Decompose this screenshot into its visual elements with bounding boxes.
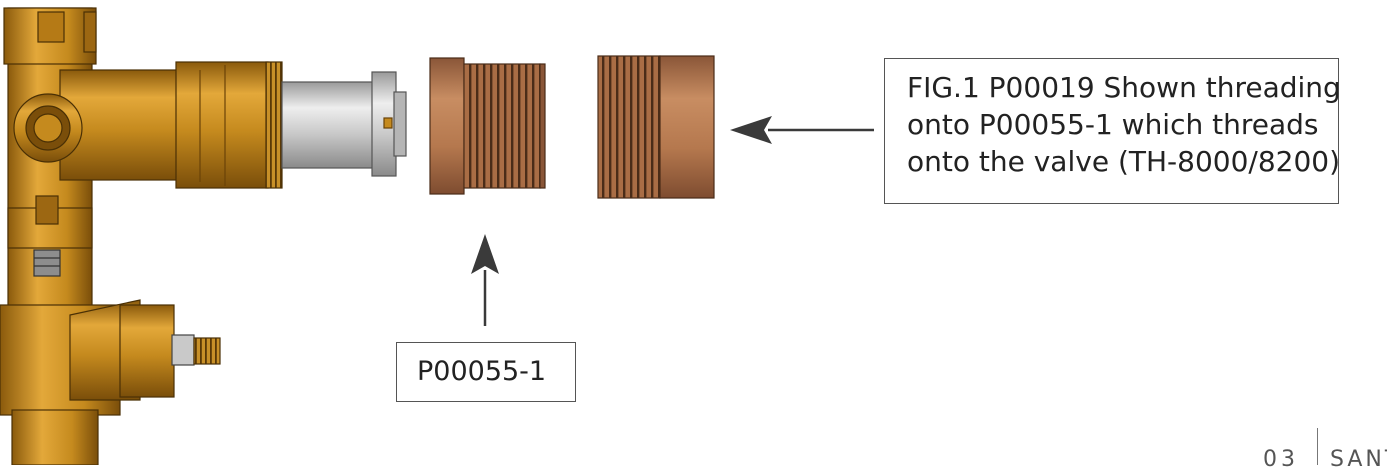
valve-stop-body [119, 304, 175, 398]
cartridge-stem [281, 81, 375, 169]
figure-caption-line-1: FIG.1 P00019 Shown threading [907, 71, 1341, 104]
valve-nut [175, 61, 269, 189]
valve-outlet-pipe [11, 409, 99, 465]
valve-spindle [171, 334, 195, 366]
footer-divider [1317, 428, 1318, 465]
p00019-trim-sleeve [597, 55, 715, 199]
page-number: 03 [1263, 447, 1299, 472]
figure-caption-box: FIG.1 P00019 Shown threading onto P00055… [884, 58, 1341, 204]
arrow-to-trim-sleeve [730, 116, 874, 144]
valve-body [0, 7, 283, 465]
part-label-text: P00055-1 [417, 356, 547, 387]
trim-sleeve-knurled-section [597, 55, 661, 199]
figure-caption-line-3: onto the valve (TH-8000/8200) [907, 145, 1341, 178]
valve-spindle-splines [193, 337, 221, 365]
p00055-1-sleeve [429, 57, 546, 195]
brand-name: SANTEC [1330, 447, 1387, 472]
valve-cartridge [281, 71, 407, 177]
arrow-to-p00055-1 [471, 234, 499, 326]
valve-thread [265, 61, 283, 189]
figure-caption-line-2: onto P00055-1 which threads [907, 108, 1319, 141]
valve-hex-screw [33, 249, 61, 277]
sleeve-plain-band [429, 57, 465, 195]
sleeve-threaded-section [463, 63, 541, 189]
trim-sleeve-smooth-section [659, 55, 715, 199]
part-label-box: P00055-1 [396, 342, 576, 402]
